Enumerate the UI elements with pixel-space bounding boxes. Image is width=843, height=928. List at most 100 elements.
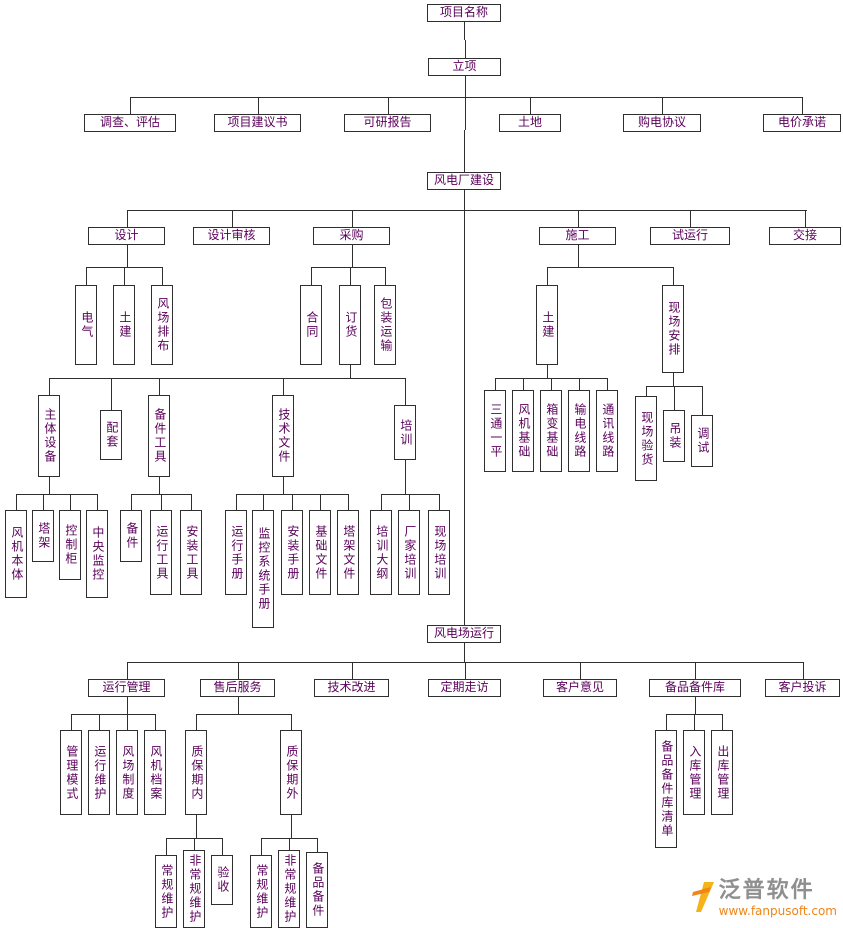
connector-line bbox=[523, 378, 524, 390]
connector-line bbox=[261, 838, 262, 855]
node-control-cabinet: 控制柜 bbox=[59, 510, 81, 580]
connector-line bbox=[99, 714, 100, 730]
node-installation-manual: 安装手册 bbox=[281, 510, 303, 595]
node-project-proposal: 项目建议书 bbox=[214, 114, 301, 132]
node-power-purchase-agreement: 购电协议 bbox=[623, 114, 701, 132]
connector-line bbox=[352, 210, 353, 227]
connector-line bbox=[320, 494, 321, 510]
node-operation-tools: 运行工具 bbox=[150, 510, 172, 595]
connector-line bbox=[238, 662, 239, 679]
connector-line bbox=[547, 365, 548, 378]
connector-line bbox=[127, 210, 807, 211]
connector-line bbox=[464, 130, 465, 172]
node-spare-parts-tools: 备件工具 bbox=[148, 395, 170, 477]
connector-line bbox=[311, 267, 386, 268]
connector-line bbox=[578, 210, 579, 227]
connector-line bbox=[232, 210, 233, 227]
node-tower-documents: 塔架文件 bbox=[337, 510, 359, 595]
connector-line bbox=[405, 378, 406, 405]
node-electrical: 电气 bbox=[75, 285, 97, 365]
node-supporting: 配套 bbox=[100, 410, 122, 460]
connector-line bbox=[385, 267, 386, 285]
connector-line bbox=[464, 22, 465, 40]
connector-line bbox=[162, 267, 163, 285]
connector-line bbox=[130, 97, 131, 114]
connector-line bbox=[127, 210, 128, 227]
node-initiation: 立项 bbox=[428, 58, 501, 76]
node-regular-visits: 定期走访 bbox=[428, 679, 501, 697]
connector-line bbox=[127, 662, 128, 679]
connector-line bbox=[131, 494, 132, 510]
node-procurement: 采购 bbox=[313, 227, 390, 245]
connector-line bbox=[196, 714, 197, 730]
node-technical-documents: 技术文件 bbox=[272, 395, 294, 477]
connector-line bbox=[352, 662, 353, 679]
connector-line bbox=[127, 245, 128, 267]
connector-line bbox=[311, 267, 312, 285]
node-irregular-maintenance-in: 非常规维护 bbox=[183, 850, 205, 928]
node-survey-evaluation: 调查、评估 bbox=[84, 114, 176, 132]
connector-line bbox=[551, 378, 552, 390]
node-construction: 施工 bbox=[539, 227, 616, 245]
connector-line bbox=[381, 494, 440, 495]
node-design: 设计 bbox=[88, 227, 165, 245]
connector-line bbox=[70, 494, 71, 510]
node-plant-construction: 风电厂建设 bbox=[427, 172, 501, 190]
node-turbine-body: 风机本体 bbox=[5, 510, 27, 598]
connector-line bbox=[289, 838, 290, 850]
connector-line bbox=[702, 386, 703, 415]
connector-line bbox=[579, 378, 580, 390]
node-training-outline: 培训大纲 bbox=[370, 510, 392, 595]
node-inbound-management: 入库管理 bbox=[683, 730, 705, 815]
connector-line bbox=[196, 815, 197, 838]
node-hoisting: 吊装 bbox=[663, 410, 685, 462]
connector-line bbox=[464, 190, 465, 400]
connector-line bbox=[348, 494, 349, 510]
fanpu-logo-name: 泛普软件 bbox=[718, 878, 815, 904]
node-main-equipment: 主体设备 bbox=[38, 395, 60, 477]
connector-line bbox=[43, 494, 44, 510]
node-tower: 塔架 bbox=[32, 510, 54, 562]
connector-line bbox=[127, 714, 128, 730]
node-installation-tools: 安装工具 bbox=[180, 510, 202, 595]
node-spare-parts: 备件 bbox=[120, 510, 142, 562]
node-communication-lines: 通讯线路 bbox=[596, 390, 618, 472]
node-turbine-archives: 风机档案 bbox=[144, 730, 166, 815]
connector-line bbox=[161, 494, 162, 510]
fanpu-logo: 泛普软件 www.fanpusoft.com bbox=[690, 878, 837, 918]
connector-line bbox=[674, 386, 675, 410]
node-outbound-management: 出库管理 bbox=[711, 730, 733, 815]
node-operation-management: 运行管理 bbox=[88, 679, 165, 697]
connector-line bbox=[130, 97, 803, 98]
connector-line bbox=[194, 838, 195, 850]
node-commissioning: 调试 bbox=[691, 415, 713, 467]
connector-line bbox=[547, 267, 548, 285]
connector-line bbox=[695, 697, 696, 714]
node-operation-maintenance: 运行维护 bbox=[88, 730, 110, 815]
connector-line bbox=[803, 662, 804, 679]
node-spare-parts-out: 备品备件 bbox=[306, 852, 328, 928]
connector-line bbox=[291, 714, 292, 730]
connector-line bbox=[350, 267, 351, 285]
node-ordering: 订货 bbox=[339, 285, 361, 365]
connector-line bbox=[159, 477, 160, 494]
fanpu-logo-url: www.fanpusoft.com bbox=[718, 903, 837, 918]
connector-line bbox=[381, 494, 382, 510]
node-acceptance: 验收 bbox=[211, 855, 233, 905]
node-after-sales-service: 售后服务 bbox=[200, 679, 275, 697]
connector-line bbox=[352, 245, 353, 267]
connector-line bbox=[607, 378, 608, 390]
node-feasibility-report: 可研报告 bbox=[344, 114, 431, 132]
connector-line bbox=[97, 494, 98, 510]
node-box-transformer-foundation: 箱变基础 bbox=[540, 390, 562, 472]
connector-line bbox=[409, 494, 410, 510]
connector-line bbox=[465, 40, 466, 58]
connector-line bbox=[673, 373, 674, 386]
connector-line bbox=[673, 267, 674, 285]
node-site-inspection: 现场验货 bbox=[635, 396, 657, 481]
connector-line bbox=[292, 494, 293, 510]
connector-line bbox=[666, 714, 667, 730]
connector-line bbox=[722, 714, 723, 730]
connector-line bbox=[236, 494, 237, 510]
fanpu-logo-icon bbox=[691, 881, 715, 917]
